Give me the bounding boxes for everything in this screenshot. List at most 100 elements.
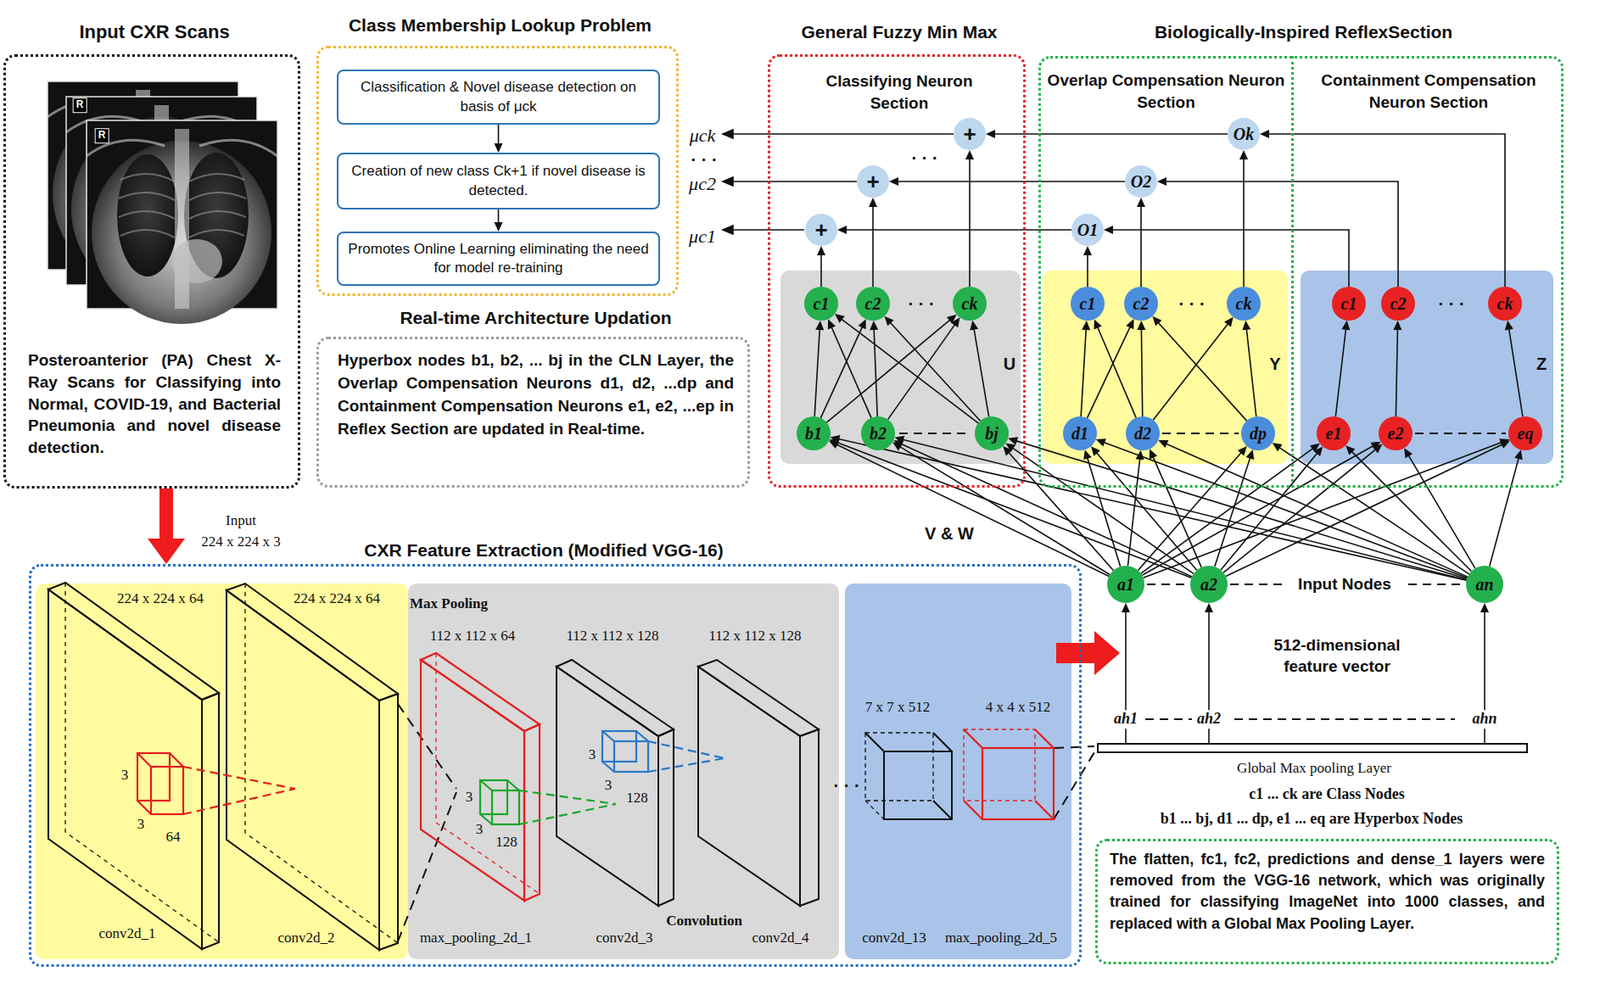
text-slot: 512-dimensional feature vector (1252, 635, 1422, 677)
annotation: max_pooling_2d_1 (419, 928, 532, 948)
note-panel: The flatten, fc1, fc2, predictions and d… (1095, 839, 1560, 965)
text-slot: The flatten, fc1, fc2, predictions and d… (1109, 849, 1545, 935)
illustration-part (379, 693, 398, 951)
connector (1143, 438, 1511, 578)
class-node: c1 (1331, 286, 1366, 321)
hyperbox-node: d1 (1062, 416, 1097, 451)
node-text: Ok (1233, 125, 1254, 143)
text-slot: b1 ... bj, d1 ... dp, e1 ... eq are Hype… (1160, 809, 1464, 829)
annotation: 112 x 112 x 64 (430, 626, 516, 646)
connector (1239, 150, 1248, 287)
illustration-part (698, 666, 800, 907)
input-node: a2 (1190, 565, 1228, 604)
text-slot: Input CXR Scans (0, 21, 312, 44)
text-slot: Classifying Neuron Section (805, 70, 993, 114)
hyperbox-node: b1 (796, 416, 831, 451)
illustration-part (1300, 270, 1554, 465)
illustration-part (48, 582, 219, 700)
arrowhead (1007, 436, 1019, 446)
connector-line (1223, 447, 1377, 573)
node-text: ck (962, 295, 979, 313)
arrowhead (884, 316, 895, 326)
node-text: d2 (1134, 425, 1152, 442)
connector-line (895, 180, 1125, 183)
arrowhead (1083, 449, 1092, 460)
arrowhead (830, 435, 841, 444)
text-slot: Global Max pooling Layer (1098, 760, 1530, 778)
connector (868, 197, 878, 287)
text-slot: R (95, 128, 110, 144)
arrowhead (815, 320, 824, 331)
heading: Biologically-Inspired ReflexSection (1040, 21, 1567, 43)
connector (1005, 442, 1194, 574)
class-node: c2 (855, 286, 890, 321)
box-text: Promotes Online Learning eliminating the… (338, 240, 659, 278)
body-text: The flatten, fc1, fc2, predictions and d… (1109, 849, 1545, 935)
text-slot: Z (1531, 353, 1552, 375)
annotation: conv2d_3 (595, 928, 653, 948)
illustration-part (519, 790, 616, 825)
arrowhead (147, 538, 185, 565)
class-node: c1 (804, 286, 839, 321)
connector-line (1508, 326, 1523, 417)
annotation: 512-dimensional feature vector (1252, 635, 1422, 677)
illustration-part (658, 729, 674, 907)
hyperbox-node: eq (1508, 416, 1543, 451)
text-slot: max_pooling_2d_1 (419, 928, 532, 948)
connector (892, 441, 1110, 575)
arrowhead (837, 225, 847, 235)
sum-neuron: + (856, 165, 890, 198)
illustration-part (722, 177, 733, 186)
arrowhead (1246, 449, 1255, 460)
node-text: c1 (1341, 295, 1358, 313)
annotation: Max Pooling (409, 594, 488, 614)
illustration-part (865, 800, 884, 820)
ellipsis: · · · (907, 292, 935, 315)
connector (1103, 225, 1349, 287)
illustration-part (1042, 270, 1288, 465)
compensation-output: O2 (1124, 165, 1158, 198)
arrowhead (1272, 442, 1283, 452)
update-panel: Real-time Architecture UpdationHyperbox … (316, 336, 750, 488)
illustration-part (648, 741, 725, 773)
edge-label: ah1 (1111, 710, 1141, 729)
text-slot: General Fuzzy Min Max (736, 21, 1063, 43)
text-slot: V & W (924, 522, 974, 545)
illustration-part (844, 583, 1072, 960)
annotation: 3 (475, 820, 484, 840)
arrowhead (889, 177, 899, 186)
connector-line (1110, 229, 1349, 287)
connector (965, 150, 974, 287)
connector (888, 317, 961, 420)
arrowhead (1103, 225, 1114, 235)
annotation: 3 (588, 745, 597, 765)
class-node: ck (1226, 286, 1261, 321)
illustration-part (480, 780, 508, 815)
connector (1504, 320, 1523, 417)
connector-line (1335, 327, 1346, 418)
process-box: Promotes Online Learning eliminating the… (336, 231, 661, 286)
connector-line (820, 324, 863, 419)
text-slot: 4 x 4 x 512 (985, 698, 1052, 717)
text-slot: 3 (137, 815, 146, 834)
connector-line (1157, 321, 1248, 422)
connector-line (889, 320, 981, 421)
connector-line (1163, 181, 1399, 287)
connector-line (1163, 442, 1468, 577)
text-slot: · · · (911, 146, 938, 169)
input-node: an (1465, 565, 1504, 604)
node-text: c1 (813, 295, 830, 313)
reflex-panel: Biologically-Inspired ReflexSectionOverl… (1038, 55, 1564, 488)
text-slot: μc1 (688, 224, 717, 250)
ellipsis: · · · (911, 146, 938, 169)
illustration-part (780, 270, 1021, 465)
annotation: 4 x 4 x 512 (985, 698, 1052, 717)
text-slot: μc2 (688, 172, 717, 197)
arrowhead (1237, 446, 1248, 457)
text-slot: 3 (604, 776, 613, 795)
arrowhead (1480, 603, 1489, 613)
node-text: dp (1249, 425, 1267, 442)
hyperbox-node: b2 (861, 416, 896, 451)
node-text: e1 (1325, 425, 1343, 442)
illustration-part (899, 433, 1506, 720)
